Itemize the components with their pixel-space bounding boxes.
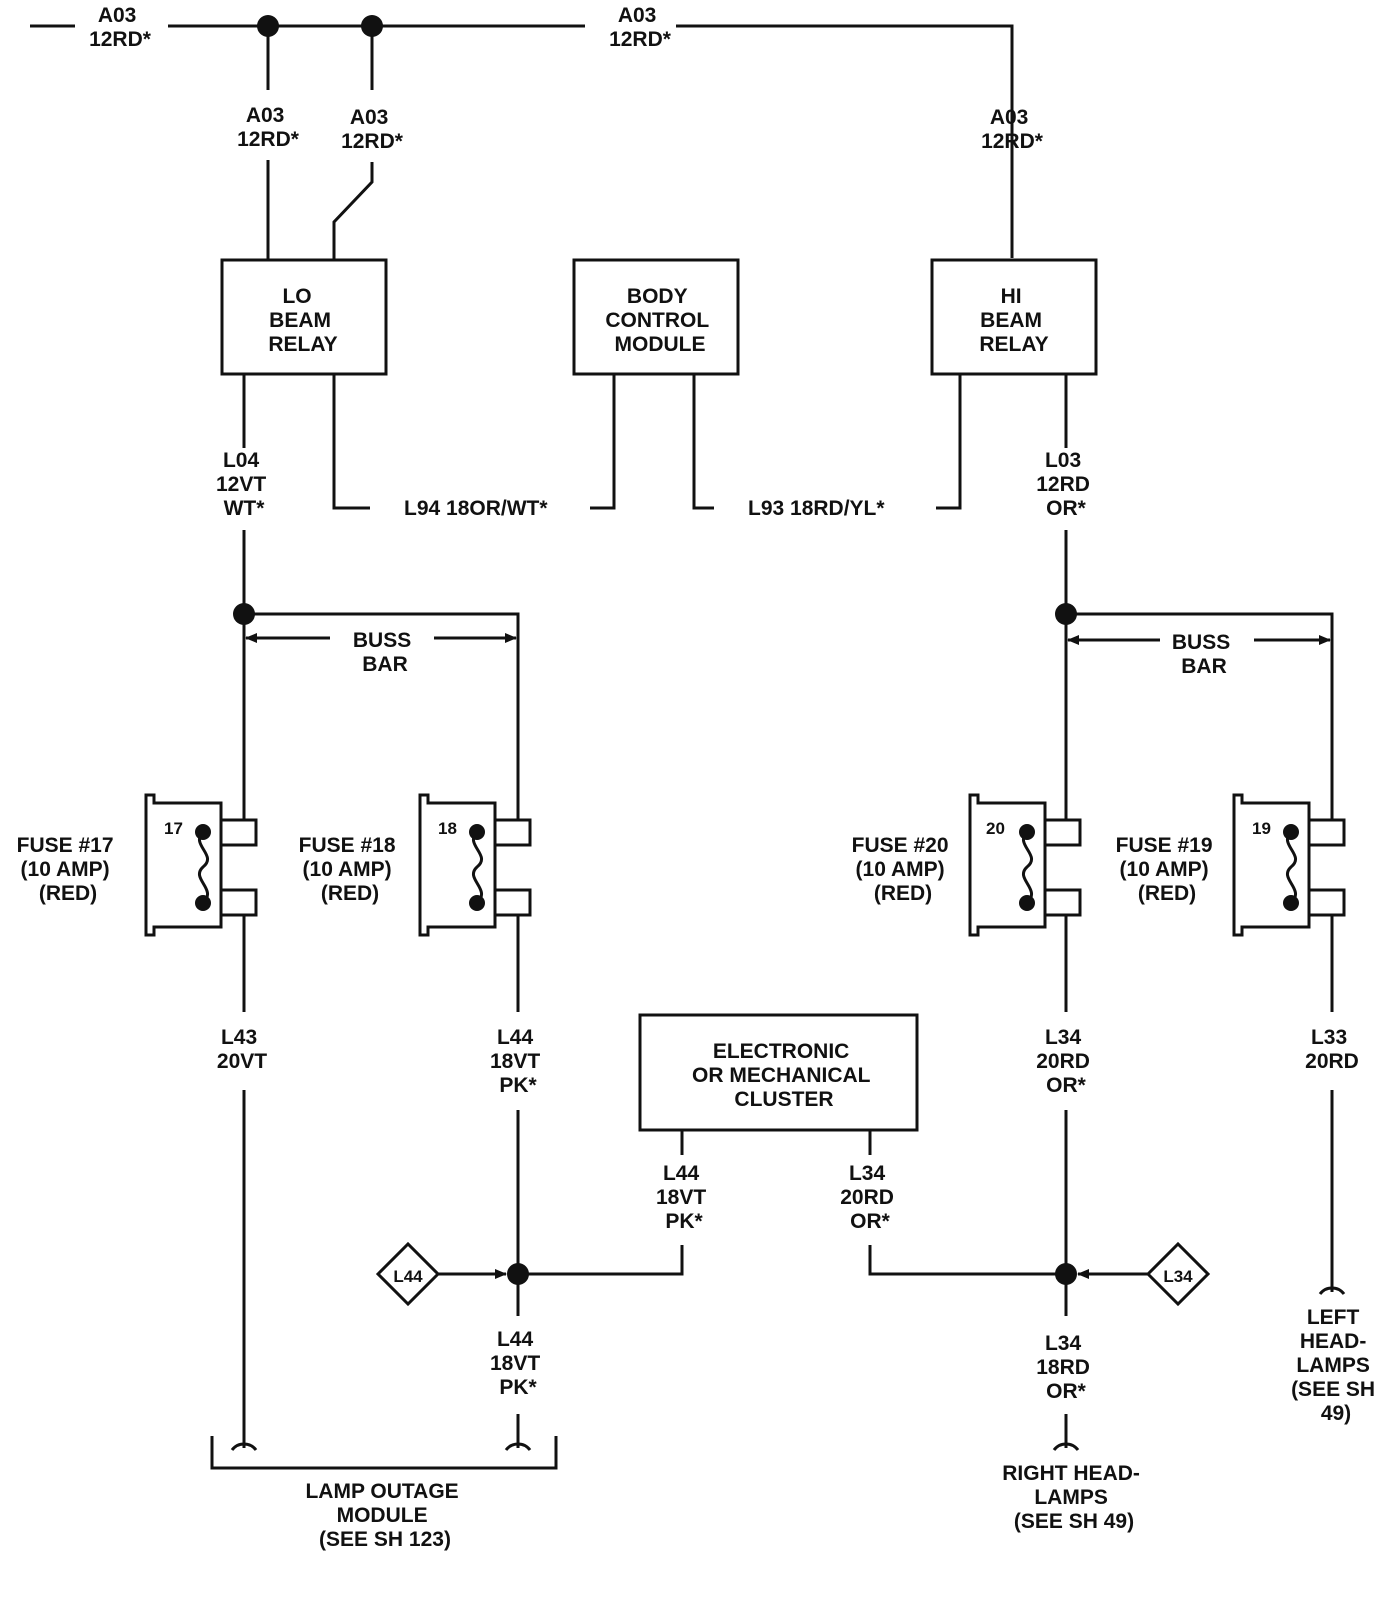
hi-beam-relay: HI BEAM RELAY — [930, 258, 1098, 376]
fuse-19-label: FUSE #19 (10 AMP) (RED) — [1116, 834, 1219, 905]
a03-feed-bus — [30, 15, 1014, 258]
wire-label-l43: L43 20VT — [217, 1026, 267, 1073]
wire-label-l34-cluster: L34 20RD OR* — [840, 1162, 900, 1233]
wire-label-l44-cluster: L44 18VT PK* — [656, 1162, 712, 1233]
svg-text:18: 18 — [438, 819, 457, 838]
svg-text:L34: L34 — [1163, 1267, 1193, 1286]
wire-label-a03-lo-feed-1: A03 12RD* — [237, 104, 300, 151]
wire-label-a03-lo-feed-2: A03 12RD* — [341, 106, 404, 153]
wire-label-l93: L93 18RD/YL* — [748, 497, 885, 520]
fuse-20-label: FUSE #20 (10 AMP) (RED) — [852, 834, 955, 905]
fuse-17: 17 — [144, 793, 258, 937]
wire-label-l33: L33 20RD — [1305, 1026, 1359, 1073]
wire-label-a03-hi-feed: A03 12RD* — [981, 106, 1044, 153]
fuse-19: 19 — [1232, 793, 1346, 937]
connector-break — [1052, 1442, 1080, 1452]
fuse-18-label: FUSE #18 (10 AMP) (RED) — [299, 834, 402, 905]
buss-bar-left: BUSS BAR — [233, 603, 520, 820]
destination-lamp-outage-module: LAMP OUTAGE MODULE (SEE SH 123) — [305, 1480, 464, 1551]
svg-text:BODY CONTROL MODUL: BODY CONTROL MODULE — [605, 285, 714, 356]
svg-text:BUSS BAR: BUSS BAR — [1172, 631, 1236, 678]
destination-left-headlamps: LEFT HEAD- LAMPS (SEE SH 49) — [1291, 1306, 1381, 1425]
lamp-outage-bracket — [210, 1436, 558, 1470]
fuse-17-label: FUSE #17 (10 AMP) (RED) — [17, 834, 120, 905]
svg-text:BUSS BAR: BUSS BAR — [353, 629, 417, 676]
lo-beam-relay: LO BEAM RELAY — [220, 258, 388, 376]
splice-dot — [1055, 1263, 1077, 1285]
splice-dot — [361, 15, 383, 37]
connector-break — [230, 1442, 258, 1452]
wire-label-a03-top-center: A03 12RD* — [609, 4, 672, 51]
svg-text:17: 17 — [164, 819, 183, 838]
wire-label-l44-upper: L44 18VT PK* — [490, 1026, 546, 1097]
connector-l44: L44 — [375, 1241, 441, 1307]
buss-bar-right: BUSS BAR — [1055, 603, 1334, 820]
svg-text:20: 20 — [986, 819, 1005, 838]
splice-dot — [507, 1263, 529, 1285]
svg-text:ELECTRONIC OR MECHANICAL: ELECTRONIC OR MECHANICAL CLUSTER — [692, 1040, 876, 1111]
wire-label-l03: L03 12RD OR* — [1036, 449, 1096, 520]
wire-label-l04: L04 12VT WT* — [216, 449, 272, 520]
wire-label-a03-top-left: A03 12RD* — [89, 4, 152, 51]
destination-right-headlamps: RIGHT HEAD- LAMPS (SEE SH 49) — [1002, 1462, 1146, 1533]
wire-label-l34-upper: L34 20RD OR* — [1036, 1026, 1096, 1097]
splice-dot — [257, 15, 279, 37]
wire-label-l34-lower: L34 18RD OR* — [1036, 1332, 1096, 1403]
wire-label-l44-lower: L44 18VT PK* — [490, 1328, 546, 1399]
svg-text:L44: L44 — [393, 1267, 423, 1286]
svg-text:LO BEAM RELAY: LO BEAM RELAY — [268, 285, 337, 356]
connector-l34: L34 — [1145, 1241, 1211, 1307]
fuse-18: 18 — [418, 793, 532, 937]
body-control-module: BODY CONTROL MODULE — [572, 258, 740, 376]
connector-break — [1318, 1286, 1346, 1296]
wire-label-l94: L94 18OR/WT* — [404, 497, 548, 520]
fuse-20: 20 — [968, 793, 1082, 937]
instrument-cluster: ELECTRONIC OR MECHANICAL CLUSTER — [638, 1013, 919, 1132]
svg-text:HI BEAM RELAY: HI BEAM RELAY — [979, 285, 1048, 356]
svg-text:19: 19 — [1252, 819, 1271, 838]
connector-break — [504, 1442, 532, 1452]
